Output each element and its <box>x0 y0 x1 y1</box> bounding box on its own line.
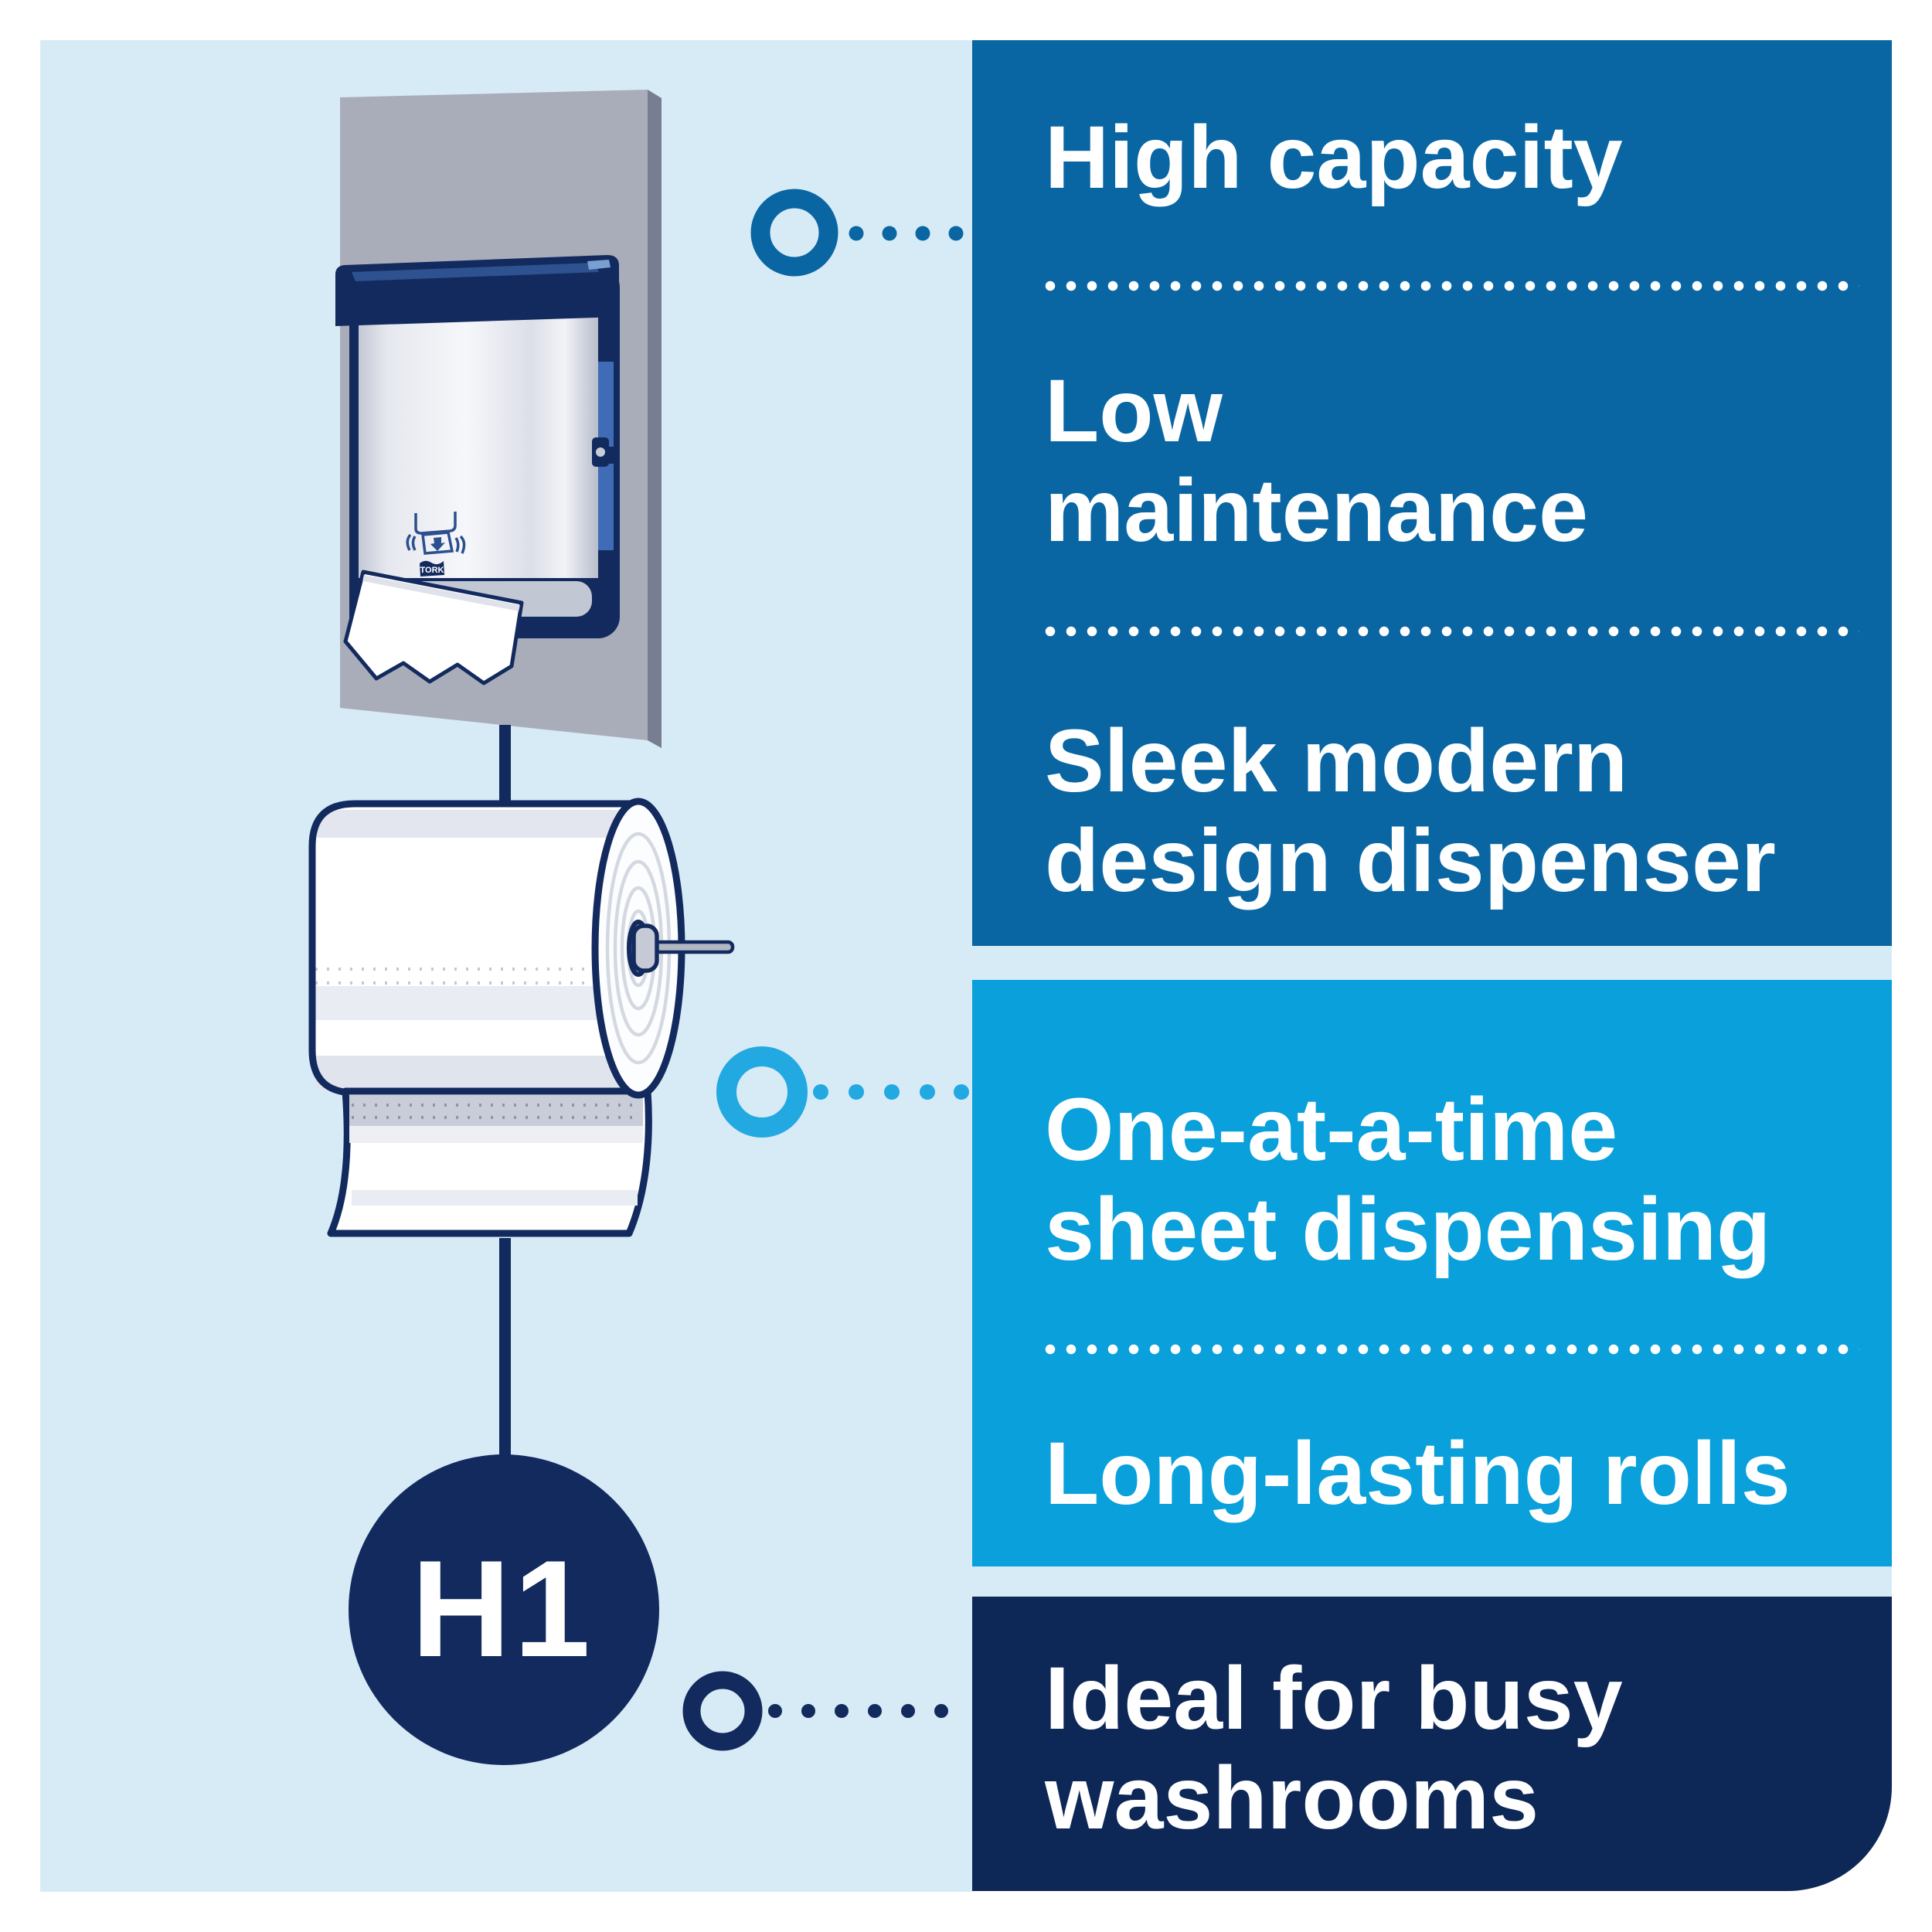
roll-shading-top <box>317 810 635 838</box>
dotted-divider <box>1045 281 1859 291</box>
feature-one-at-a-time: One-at-a-time sheet dispensing <box>1045 1080 1770 1280</box>
feature-long-lasting-rolls: Long-lasting rolls <box>1045 1424 1791 1524</box>
roll-body <box>312 804 680 1093</box>
dispenser-illustration: TORK <box>335 255 620 685</box>
h1-badge: H1 <box>349 1454 659 1765</box>
connector-ring-middle-icon <box>716 1046 969 1138</box>
roll-spindle-knob <box>631 923 659 973</box>
sheet-light-band-lower <box>352 1190 638 1206</box>
feature-line: High capacity <box>1045 108 1623 207</box>
connector-line <box>499 1238 511 1461</box>
sheet-shadow-band <box>349 1095 643 1126</box>
dotted-divider <box>1045 1344 1859 1355</box>
paper-sheet-shading <box>362 575 520 611</box>
feature-panel-navy <box>972 1597 1892 1891</box>
feature-low-maintenance: Low maintenance <box>1045 362 1588 561</box>
feature-line: Long-lasting rolls <box>1045 1424 1791 1523</box>
tork-logo-text: TORK <box>420 566 444 575</box>
lock-screw <box>596 447 605 457</box>
sheet-light-band <box>349 1126 643 1143</box>
roll-shading-bottom <box>315 1056 637 1090</box>
feature-line: Low <box>1045 362 1223 461</box>
connector-dots <box>849 226 964 241</box>
feature-high-capacity: High capacity <box>1045 108 1623 208</box>
dispenser-hinge-bottom <box>598 464 614 550</box>
paper-roll-illustration <box>308 798 735 1237</box>
roll-spindle-pin <box>653 940 735 954</box>
feature-sleek-design: Sleek modern design dispenser <box>1045 712 1776 911</box>
connector-ring-bottom-icon <box>682 1671 948 1751</box>
dotted-divider <box>1045 626 1859 637</box>
connector-ring-top-icon <box>750 189 964 277</box>
feature-panel-blue <box>972 40 1892 946</box>
feature-panel-cyan <box>972 980 1892 1566</box>
lid-highlight <box>352 263 599 281</box>
h1-badge-label: H1 <box>411 1532 594 1685</box>
feature-busy-washrooms: Ideal for busy washrooms <box>1045 1649 1623 1849</box>
roll-shading-mid <box>315 986 635 1020</box>
connector-line <box>499 725 511 810</box>
feature-line: sheet dispensing <box>1045 1180 1771 1279</box>
tork-logo-banner <box>420 560 444 577</box>
feature-line: washrooms <box>1045 1749 1539 1848</box>
feature-line: maintenance <box>1045 461 1589 560</box>
feature-line: Ideal for busy <box>1045 1649 1623 1748</box>
hands-pull-icon <box>406 512 466 555</box>
connector-dots <box>813 1084 969 1100</box>
lid-glint <box>587 260 611 270</box>
dispenser-front <box>359 312 598 578</box>
dispenser-hinge-top <box>598 362 614 447</box>
feature-line: design dispenser <box>1045 811 1776 910</box>
arrow-down-icon <box>430 537 445 551</box>
tork-logo: TORK <box>420 560 444 577</box>
connector-dots <box>768 1704 948 1718</box>
h1-badge-circle <box>349 1454 659 1765</box>
wall-side-edge <box>648 90 662 748</box>
feature-line: One-at-a-time <box>1045 1080 1618 1179</box>
feature-line: Sleek modern <box>1045 712 1628 811</box>
